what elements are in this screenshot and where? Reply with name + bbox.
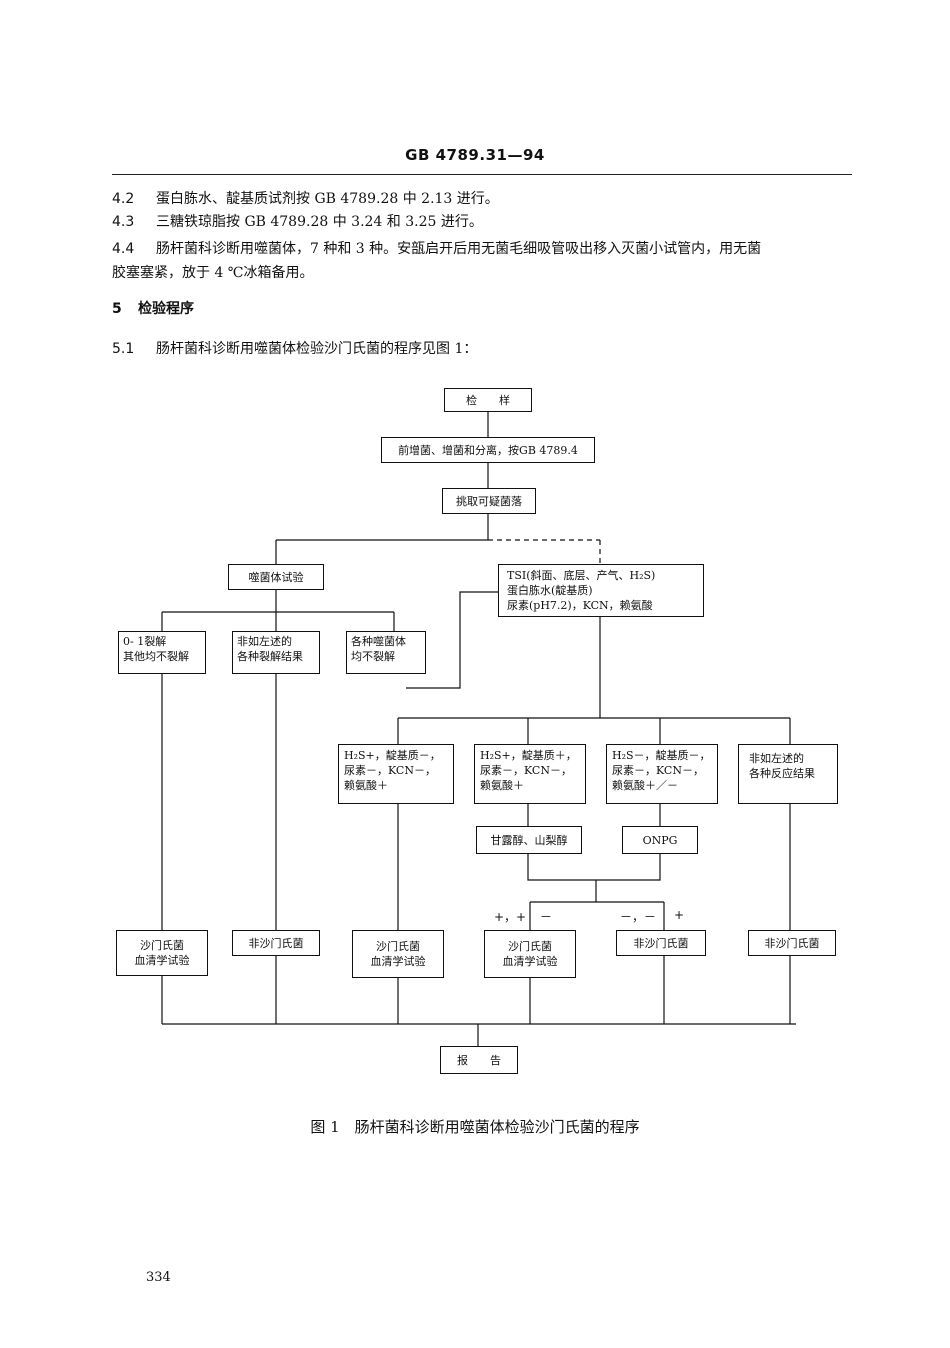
box-phage-result-3: 各种噬菌体均不裂解 — [346, 631, 426, 674]
box-line: 血清学试验 — [370, 955, 426, 968]
box-reaction-4: 非如左述的各种反应结果 — [738, 744, 838, 804]
header-rule — [112, 174, 852, 175]
box-label: 非沙门氏菌 — [248, 936, 304, 950]
box-line: 非如左述的 — [237, 635, 292, 648]
box-onpg: ONPG — [622, 826, 698, 854]
box-line: 赖氨酸＋／－ — [612, 779, 678, 792]
para-number: 4.2 — [112, 191, 135, 207]
box-line: TSI(斜面、底层、产气、H₂S) — [507, 569, 656, 582]
box-line: H₂S+，靛基质＋， — [480, 749, 577, 762]
box-line: 各种裂解结果 — [237, 650, 303, 663]
box-line: 沙门氏菌 — [376, 940, 420, 953]
box-line: 沙门氏菌 — [140, 939, 184, 952]
box-line: 尿素－，KCN－， — [344, 764, 436, 777]
para-number: 4.4 — [112, 241, 135, 257]
box-label: 非沙门氏菌 — [764, 936, 820, 950]
section-heading: 5 检验程序 — [112, 300, 194, 318]
box-line: 非如左述的 — [749, 752, 804, 765]
box-reaction-1: H₂S+，靛基质－， 尿素－，KCN－， 赖氨酸＋ — [338, 744, 454, 804]
box-line: H₂S－，靛基质－， — [612, 749, 711, 762]
label-minus-minus: －，－ — [620, 910, 657, 924]
label-plus: + — [674, 908, 685, 922]
paragraph-4-3: 4.3 三糖铁琼脂按 GB 4789.28 中 3.24 和 3.25 进行。 — [112, 213, 483, 231]
box-line: 赖氨酸＋ — [344, 779, 388, 792]
box-label: 前增菌、增菌和分离，按GB 4789.4 — [398, 443, 578, 457]
para-text: 蛋白胨水、靛基质试剂按 GB 4789.28 中 2.13 进行。 — [156, 191, 499, 207]
page-number: 334 — [146, 1270, 171, 1285]
box-phage-result-1: 0- 1裂解其他均不裂解 — [118, 631, 206, 674]
box-reaction-3: H₂S－，靛基质－， 尿素－，KCN－， 赖氨酸＋／－ — [606, 744, 718, 804]
box-line: 沙门氏菌 — [508, 940, 552, 953]
box-label: 甘露醇、山梨醇 — [490, 833, 568, 847]
box-line: 均不裂解 — [351, 650, 395, 663]
box-reaction-2: H₂S+，靛基质＋， 尿素－，KCN－， 赖氨酸＋ — [474, 744, 586, 804]
box-label: ONPG — [642, 833, 678, 847]
para-number: 5.1 — [112, 341, 135, 357]
section-title: 检验程序 — [138, 301, 194, 317]
box-phage-result-2: 非如左述的各种裂解结果 — [232, 631, 320, 674]
page-header-code: GB 4789.31—94 — [405, 146, 545, 164]
box-line: 尿素－，KCN－， — [480, 764, 572, 777]
box-line: 尿素(pH7.2)，KCN，赖氨酸 — [507, 599, 653, 612]
paragraph-4-4-continued: 胶塞塞紧，放于 4 ℃冰箱备用。 — [112, 265, 314, 281]
box-label: 挑取可疑菌落 — [456, 494, 522, 508]
box-line: 血清学试验 — [502, 955, 558, 968]
paragraph-4-4: 4.4 肠杆菌科诊断用噬菌体，7 种和 3 种。安瓿启开后用无菌毛细吸管吸出移入灭… — [112, 240, 761, 258]
box-outcome-serology-2: 沙门氏菌血清学试验 — [352, 930, 444, 978]
box-report: 报 告 — [440, 1046, 518, 1074]
label-minus: － — [540, 910, 553, 924]
box-label: 噬菌体试验 — [248, 570, 304, 584]
box-sample: 检 样 — [444, 388, 532, 412]
box-line: 血清学试验 — [134, 954, 190, 967]
box-line: 各种反应结果 — [749, 767, 815, 780]
box-line: 赖氨酸＋ — [480, 779, 524, 792]
box-line: 其他均不裂解 — [123, 650, 189, 663]
para-text: 三糖铁琼脂按 GB 4789.28 中 3.24 和 3.25 进行。 — [156, 214, 483, 230]
box-line: 蛋白胨水(靛基质) — [507, 584, 593, 597]
label-plus-plus: +，+ — [494, 910, 527, 924]
box-label: 检 样 — [466, 393, 510, 407]
para-number: 4.3 — [112, 214, 135, 230]
box-line: 尿素－，KCN－， — [612, 764, 704, 777]
box-line: H₂S+，靛基质－， — [344, 749, 441, 762]
box-outcome-serology-1: 沙门氏菌血清学试验 — [116, 930, 208, 976]
box-line: 0- 1裂解 — [123, 635, 167, 648]
figure-caption: 图 1 肠杆菌科诊断用噬菌体检验沙门氏菌的程序 — [310, 1118, 640, 1136]
box-label: 非沙门氏菌 — [633, 936, 689, 950]
box-mannitol-sorbitol: 甘露醇、山梨醇 — [476, 826, 582, 854]
section-number: 5 — [112, 301, 122, 317]
box-line: 各种噬菌体 — [351, 635, 406, 648]
para-text: 肠杆菌科诊断用噬菌体检验沙门氏菌的程序见图 1： — [156, 341, 478, 357]
box-pre-enrichment: 前增菌、增菌和分离，按GB 4789.4 — [381, 437, 595, 463]
box-outcome-non-salmonella-1: 非沙门氏菌 — [232, 930, 320, 956]
box-outcome-non-salmonella-3: 非沙门氏菌 — [748, 930, 836, 956]
box-label: 报 告 — [457, 1053, 501, 1067]
box-outcome-serology-3: 沙门氏菌血清学试验 — [484, 930, 576, 978]
connector — [527, 853, 661, 881]
paragraph-4-2: 4.2 蛋白胨水、靛基质试剂按 GB 4789.28 中 2.13 进行。 — [112, 190, 499, 208]
box-pick-colonies: 挑取可疑菌落 — [442, 488, 536, 514]
para-text: 肠杆菌科诊断用噬菌体，7 种和 3 种。安瓿启开后用无菌毛细吸管吸出移入灭菌小试… — [156, 241, 762, 257]
box-phage-test: 噬菌体试验 — [228, 564, 324, 590]
paragraph-5-1: 5.1 肠杆菌科诊断用噬菌体检验沙门氏菌的程序见图 1： — [112, 340, 477, 358]
connector — [406, 591, 498, 689]
box-tsi-tests: TSI(斜面、底层、产气、H₂S) 蛋白胨水(靛基质) 尿素(pH7.2)，KCN，… — [498, 564, 704, 617]
box-outcome-non-salmonella-2: 非沙门氏菌 — [616, 930, 706, 956]
